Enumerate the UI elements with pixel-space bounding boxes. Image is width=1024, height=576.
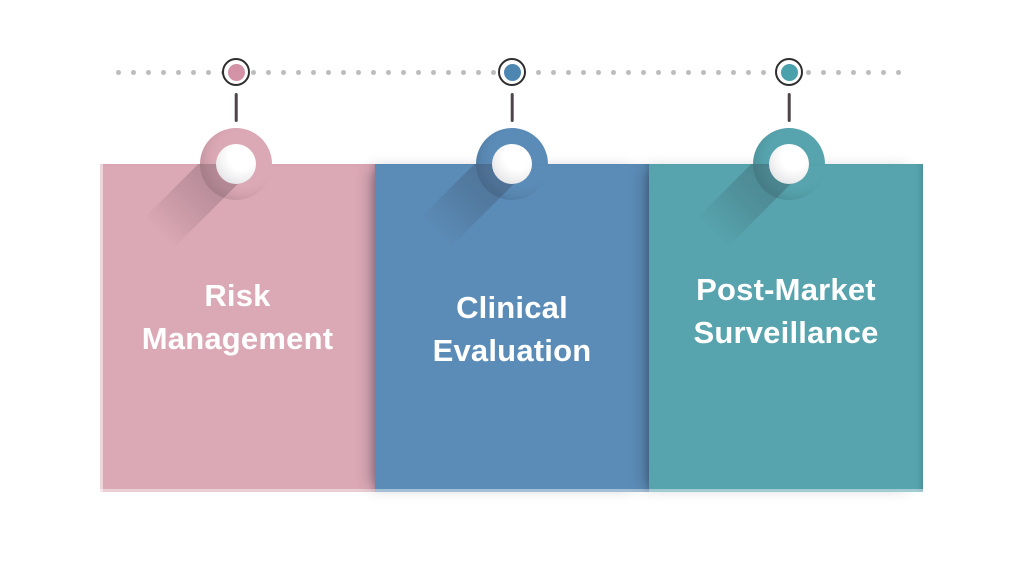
timeline-connector-clinical [510,93,514,122]
pin-ball-icon [492,144,532,184]
marker-dot-icon [227,63,245,81]
marker-dot-icon [503,63,521,81]
timeline-connector-postmarket [787,93,791,122]
timeline-marker-risk [222,58,250,86]
card-title-line1: Clinical [456,290,568,325]
card-title-line1: Post-Market [696,272,876,307]
card-title-line2: Management [141,321,334,356]
card-title: Clinical Evaluation [375,165,649,493]
card-title-line1: Risk [204,278,271,313]
pin-ball-icon [769,144,809,184]
timeline-connector-risk [234,93,238,122]
timeline-marker-postmarket [775,58,803,86]
pin-ball-icon [216,144,256,184]
card-title-line2: Surveillance [693,315,879,350]
card-post-market-surveillance: Post-Market Surveillance [649,128,923,492]
timeline-marker-clinical [498,58,526,86]
card-title-line2: Evaluation [432,333,592,368]
card-clinical-evaluation: Clinical Evaluation [375,128,649,493]
card-title: Risk Management [100,153,375,481]
card-risk-management: Risk Management [100,128,375,492]
marker-dot-icon [780,63,798,81]
card-title: Post-Market Surveillance [649,147,923,475]
